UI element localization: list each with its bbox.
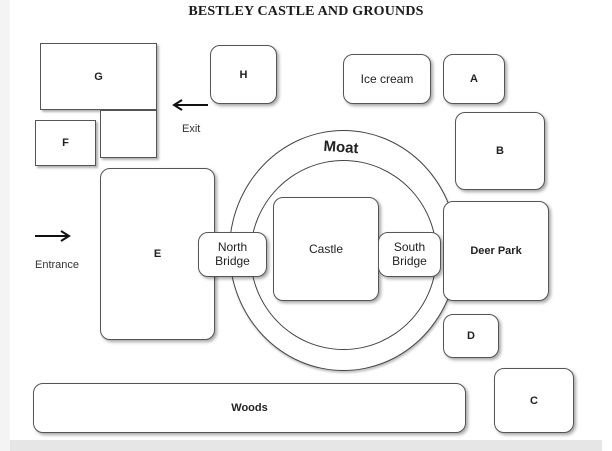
- area-f-label: F: [62, 137, 69, 149]
- area-c-label: C: [530, 394, 538, 407]
- north-bridge: North Bridge: [198, 232, 267, 277]
- area-d: D: [443, 314, 499, 358]
- deer-park: Deer Park: [443, 201, 549, 301]
- area-d-label: D: [467, 330, 475, 342]
- area-g: G: [40, 43, 157, 110]
- area-b: B: [455, 112, 545, 190]
- bottom-edge-strip: [10, 440, 602, 451]
- area-c: C: [494, 368, 574, 433]
- entrance-arrow-icon: [35, 230, 71, 242]
- area-f: F: [35, 120, 96, 166]
- deer-park-label: Deer Park: [470, 245, 522, 257]
- area-a: A: [443, 54, 505, 104]
- south-bridge-label: South Bridge: [392, 240, 427, 268]
- entrance-label: Entrance: [35, 259, 80, 271]
- exit-label: Exit: [182, 123, 201, 135]
- south-bridge: South Bridge: [378, 232, 441, 277]
- area-g-label: G: [94, 70, 103, 83]
- area-b-label: B: [496, 145, 504, 157]
- area-h: H: [210, 45, 277, 104]
- ice-cream-label: Ice cream: [360, 72, 414, 86]
- woods: Woods: [33, 383, 466, 433]
- ice-cream: Ice cream: [343, 54, 431, 104]
- left-edge-strip: [0, 0, 10, 451]
- map-title: BESTLEY CASTLE AND GROUNDS: [188, 4, 424, 19]
- north-bridge-label: North Bridge: [215, 240, 250, 268]
- castle-label: Castle: [308, 242, 343, 256]
- area-a-label: A: [470, 73, 478, 85]
- woods-label: Woods: [231, 402, 268, 414]
- area-unlabeled: [100, 110, 157, 158]
- area-e: E: [100, 168, 215, 340]
- area-e-label: E: [153, 248, 162, 260]
- exit-arrow-icon: [172, 99, 208, 111]
- area-h-label: H: [239, 68, 248, 81]
- castle: Castle: [273, 197, 379, 301]
